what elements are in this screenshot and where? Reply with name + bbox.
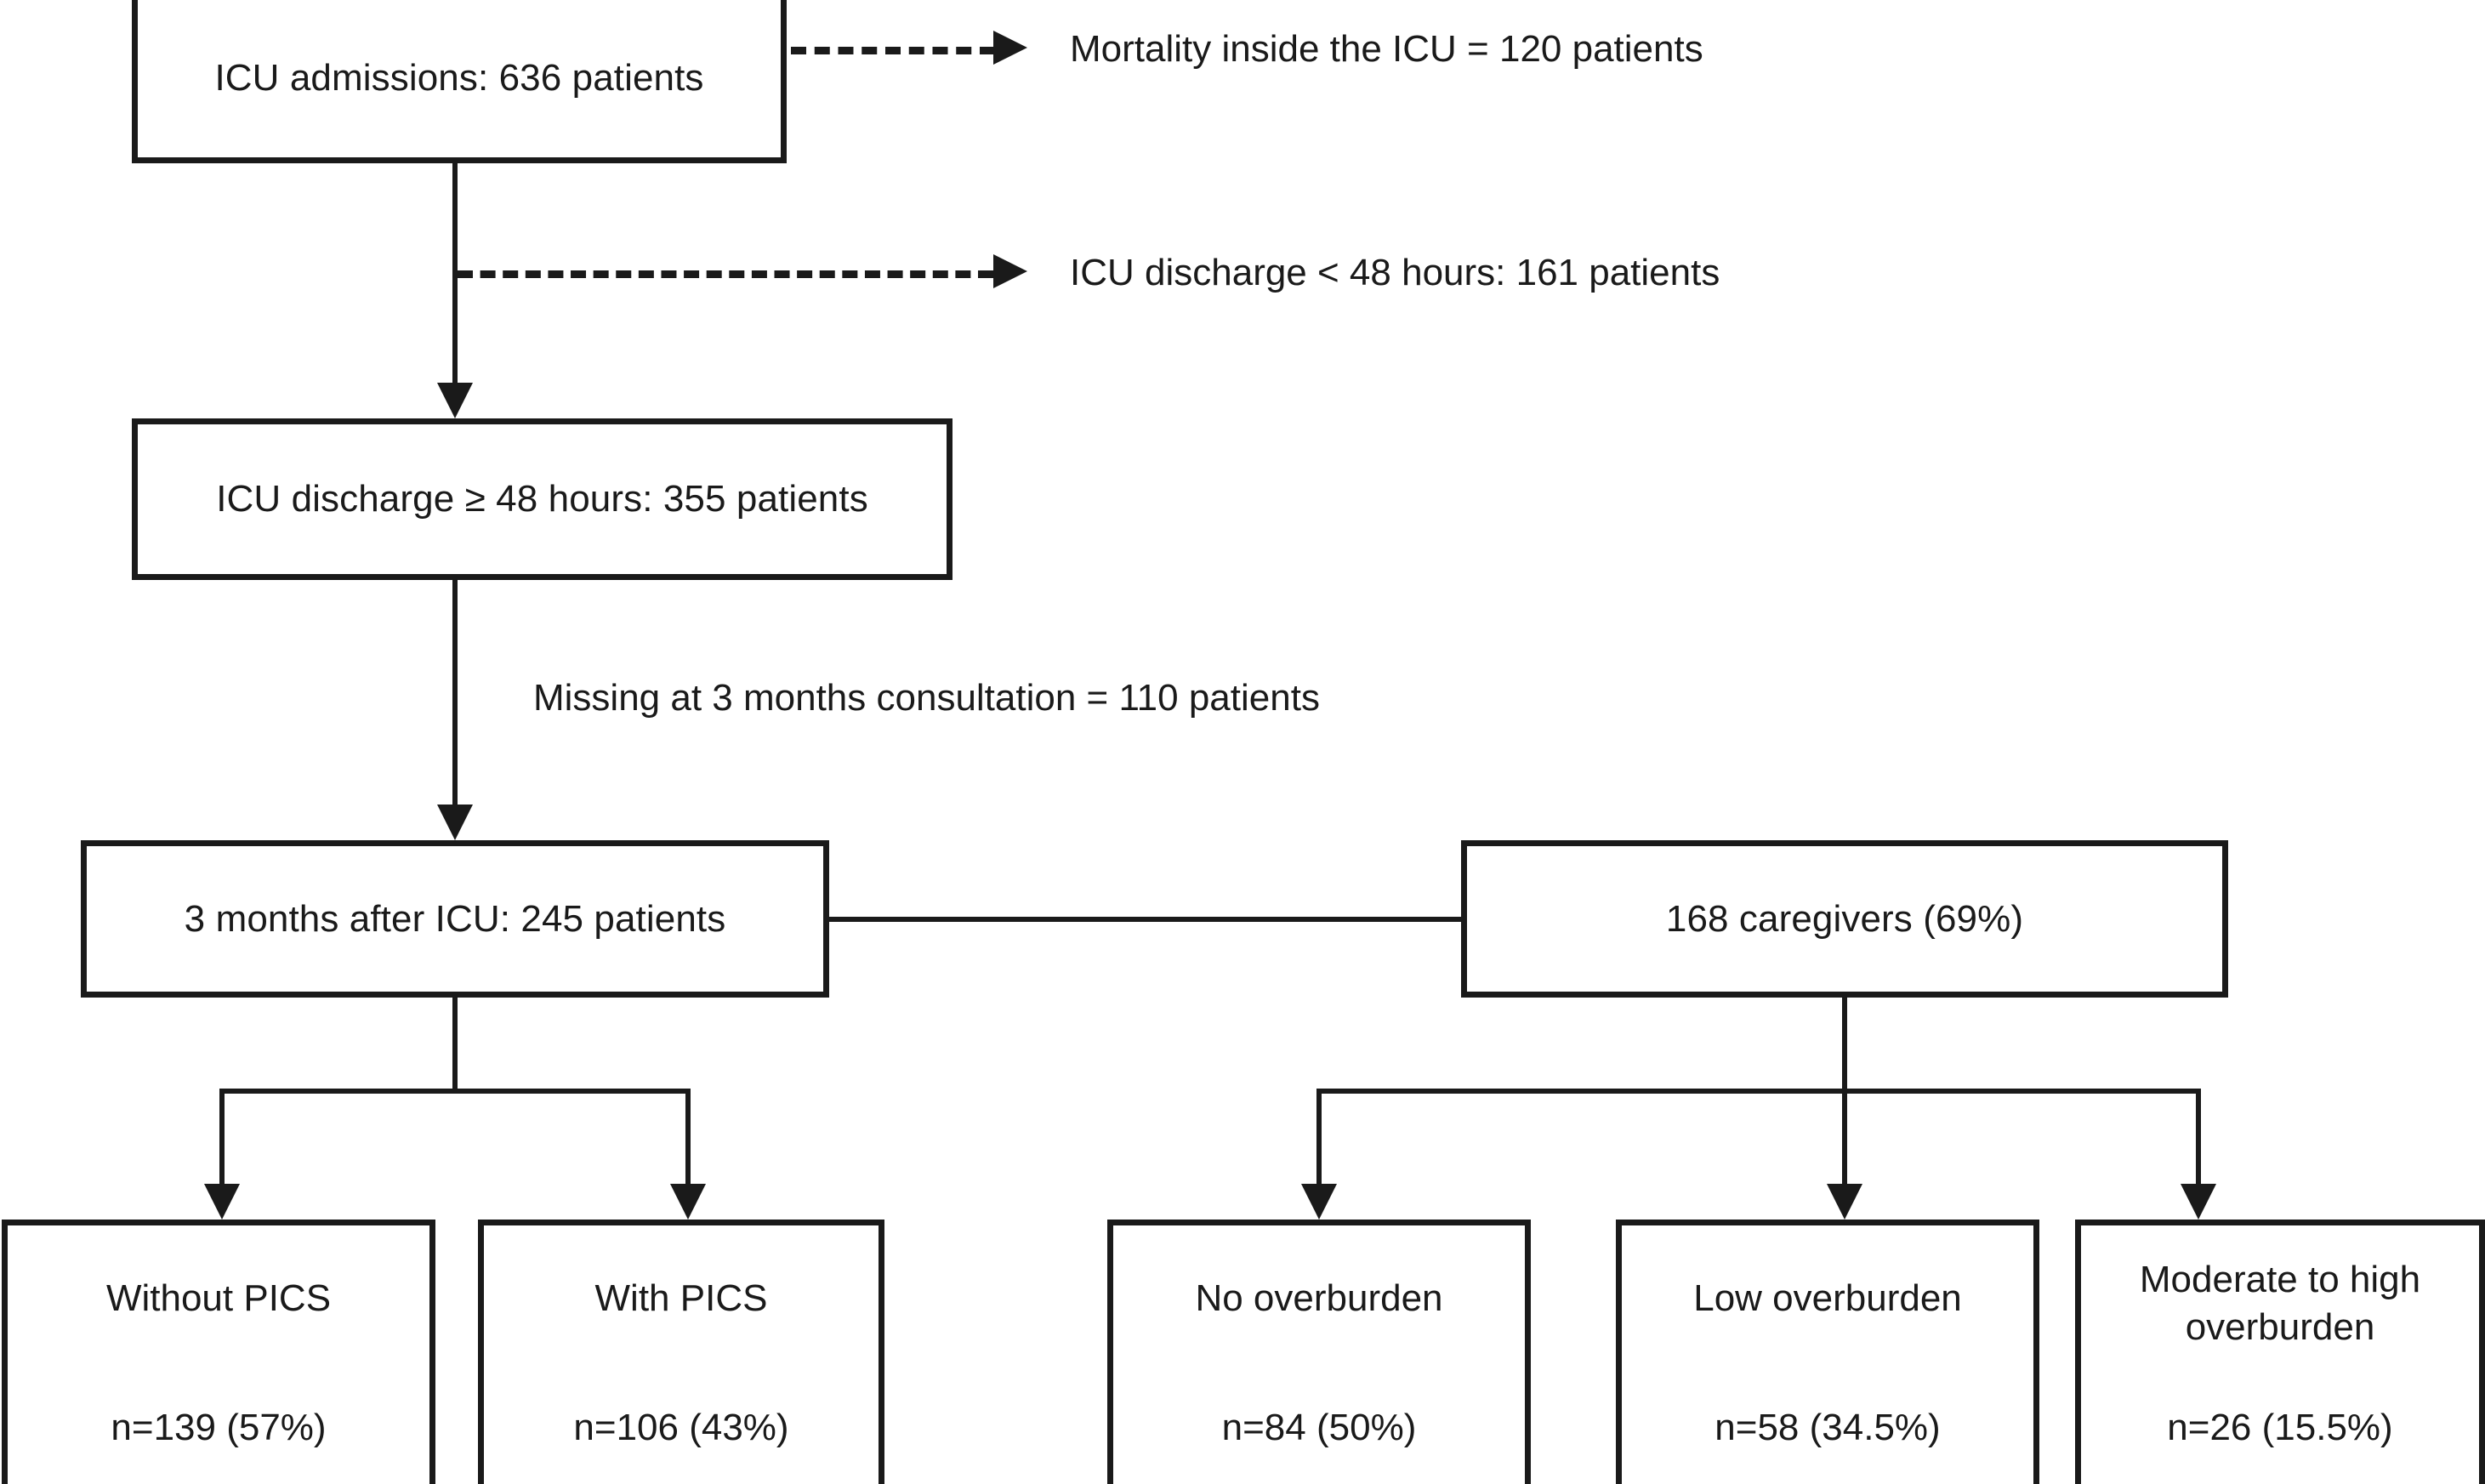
arrowhead-low-overburden	[1827, 1184, 1862, 1220]
node-low-overburden-count: n=58 (34.5%)	[1714, 1406, 1941, 1448]
connector-branch-to-without-pics	[219, 1089, 225, 1184]
node-with-pics-title: With PICS	[594, 1277, 768, 1319]
node-no-overburden-title: No overburden	[1195, 1277, 1443, 1319]
node-icu-discharge-ge48-label: ICU discharge ≥ 48 hours: 355 patients	[216, 478, 868, 520]
node-moderate-high-overburden-count: n=26 (15.5%)	[2167, 1406, 2393, 1448]
connector-caregivers-branch-stem	[1842, 998, 1847, 1091]
dashed-connector-mortality	[791, 47, 995, 54]
arrowhead-mortality	[993, 31, 1027, 65]
arrowhead-discharge-to-threemonths	[437, 805, 473, 840]
node-with-pics-count: n=106 (43%)	[573, 1406, 789, 1448]
exclusion-mortality-label: Mortality inside the ICU = 120 patients	[1070, 28, 1703, 70]
node-caregivers: 168 caregivers (69%)	[1461, 840, 2228, 998]
node-icu-admissions: ICU admissions: 636 patients	[132, 0, 787, 163]
connector-caregivers-branch-bar	[1316, 1089, 2201, 1094]
connector-admissions-to-discharge	[452, 163, 458, 383]
node-icu-admissions-label: ICU admissions: 636 patients	[214, 57, 704, 100]
arrowhead-with-pics	[670, 1184, 706, 1220]
node-no-overburden-count: n=84 (50%)	[1221, 1406, 1417, 1448]
connector-patients-to-caregivers	[829, 917, 1463, 922]
node-three-months-after-icu: 3 months after ICU: 245 patients	[81, 840, 829, 998]
arrowhead-without-pics	[204, 1184, 240, 1220]
node-moderate-high-overburden-title: Moderate to high overburden	[2139, 1259, 2421, 1349]
node-low-overburden-title: Low overburden	[1693, 1277, 1962, 1319]
dashed-connector-discharge-lt48	[458, 270, 993, 278]
connector-discharge-to-threemonths	[452, 580, 458, 805]
node-caregivers-label: 168 caregivers (69%)	[1665, 897, 2024, 940]
connector-patients-branch-bar	[219, 1089, 691, 1094]
arrowhead-moderate-high-overburden	[2181, 1184, 2216, 1220]
arrowhead-admissions-to-discharge	[437, 383, 473, 418]
connector-patients-branch-stem	[452, 998, 458, 1091]
connector-branch-to-no-overburden	[1316, 1089, 1322, 1184]
node-low-overburden: Low overburden n=58 (34.5%)	[1616, 1220, 2039, 1484]
node-no-overburden: No overburden n=84 (50%)	[1107, 1220, 1531, 1484]
node-three-months-after-icu-label: 3 months after ICU: 245 patients	[184, 897, 726, 940]
arrowhead-no-overburden	[1301, 1184, 1337, 1220]
connector-branch-to-with-pics	[685, 1089, 691, 1184]
node-icu-discharge-ge48: ICU discharge ≥ 48 hours: 355 patients	[132, 418, 952, 580]
node-without-pics-title: Without PICS	[105, 1277, 332, 1319]
connector-branch-to-low-overburden	[1842, 1089, 1847, 1184]
connector-branch-to-moderate-high-overburden	[2196, 1089, 2201, 1184]
node-with-pics: With PICS n=106 (43%)	[478, 1220, 884, 1484]
exclusion-discharge-lt48-label: ICU discharge < 48 hours: 161 patients	[1070, 252, 1720, 293]
node-without-pics: Without PICS n=139 (57%)	[2, 1220, 435, 1484]
arrowhead-discharge-lt48	[993, 254, 1027, 288]
node-without-pics-count: n=139 (57%)	[111, 1406, 327, 1448]
exclusion-missing-consultation-label: Missing at 3 months consultation = 110 p…	[533, 677, 1320, 719]
node-moderate-high-overburden: Moderate to high overburden n=26 (15.5%)	[2075, 1220, 2485, 1484]
